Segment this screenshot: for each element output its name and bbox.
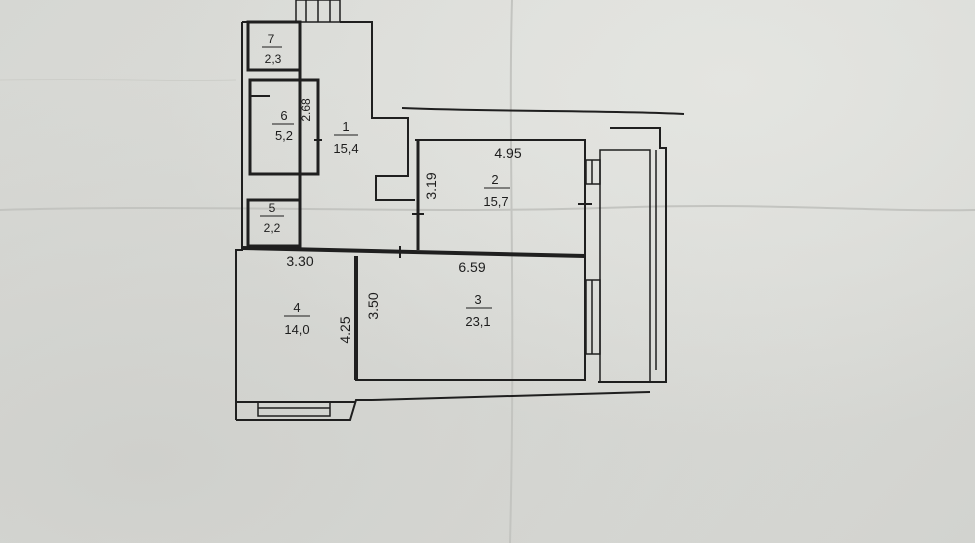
dimension-4-95: 4.95 bbox=[494, 145, 521, 161]
room-4-number: 4 bbox=[293, 300, 300, 315]
room-2-label: 2 15,7 bbox=[483, 172, 510, 209]
door-ticks bbox=[314, 139, 592, 258]
room-7-area: 2,3 bbox=[265, 52, 282, 66]
dimension-6-59: 6.59 bbox=[458, 259, 485, 275]
room-7-label: 7 2,3 bbox=[262, 32, 282, 66]
room-2-number: 2 bbox=[491, 172, 498, 187]
room-3-label: 3 23,1 bbox=[465, 292, 492, 329]
room-6-number: 6 bbox=[280, 108, 287, 123]
room-6-area: 5,2 bbox=[275, 128, 293, 143]
window-marks bbox=[257, 0, 657, 417]
dimension-2-68: 2.68 bbox=[299, 98, 313, 122]
room-1-label: 1 15,4 bbox=[333, 119, 358, 156]
room-3-number: 3 bbox=[474, 292, 481, 307]
dimension-3-50: 3.50 bbox=[365, 292, 381, 319]
dimension-4-25: 4.25 bbox=[337, 316, 353, 343]
room-2-area: 15,7 bbox=[483, 194, 508, 209]
room-5-number: 5 bbox=[269, 201, 276, 215]
room-4-area: 14,0 bbox=[284, 322, 309, 337]
outer-walls bbox=[235, 21, 685, 421]
room-7-number: 7 bbox=[268, 32, 275, 46]
dimension-3-30: 3.30 bbox=[286, 253, 313, 269]
room-5-label: 5 2,2 bbox=[260, 201, 284, 235]
room-6-label: 6 5,2 bbox=[272, 108, 294, 143]
room-1-area: 15,4 bbox=[333, 141, 358, 156]
room-4-label: 4 14,0 bbox=[284, 300, 310, 337]
dimension-3-19: 3.19 bbox=[423, 172, 439, 199]
room-5-area: 2,2 bbox=[264, 221, 281, 235]
inner-walls bbox=[236, 20, 586, 403]
room-3-area: 23,1 bbox=[465, 314, 490, 329]
room-1-number: 1 bbox=[342, 119, 349, 134]
